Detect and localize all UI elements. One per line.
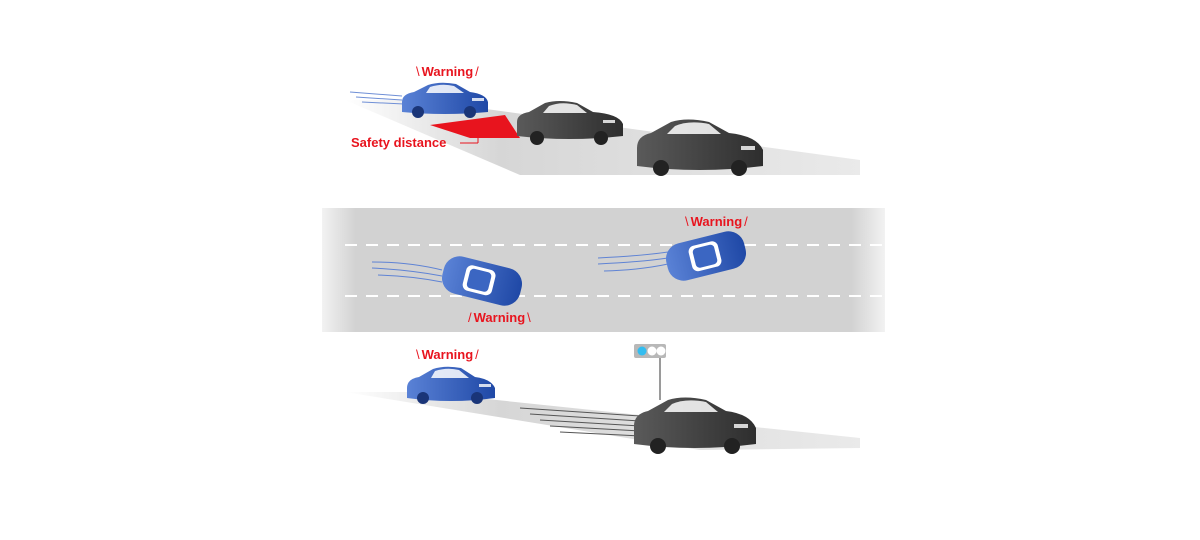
scene-lane-departure: [322, 208, 885, 332]
warning-label-lane-lower: /Warning\: [468, 310, 531, 325]
warning-label-lane-upper: \Warning/: [685, 214, 748, 229]
warning-text: Warning: [421, 64, 474, 79]
waiting-car: [407, 366, 495, 404]
scene-start-alert: [345, 344, 860, 454]
road-middle: [322, 208, 885, 332]
lead-car: [517, 101, 623, 145]
motion-lines: [371, 251, 669, 283]
motion-lines: [349, 91, 405, 105]
safety-distance-zone: [430, 115, 520, 138]
warning-label-bottom: \Warning/: [416, 347, 479, 362]
traffic-light: [634, 344, 666, 400]
signal-lamp-go: [637, 346, 647, 356]
safety-distance-text: Safety distance: [351, 135, 447, 150]
warning-car: [402, 82, 488, 118]
drifting-car-lower: [441, 256, 523, 306]
scene-front-collision: [345, 82, 860, 176]
warning-label-top: \Warning/: [416, 64, 479, 79]
motion-lines: [519, 407, 641, 437]
warning-text: Warning: [690, 214, 743, 229]
drifting-car-upper: [665, 231, 747, 281]
departing-car: [634, 397, 756, 454]
front-car: [637, 119, 763, 176]
warning-text: Warning: [421, 347, 474, 362]
warning-text: Warning: [473, 310, 526, 325]
safety-distance-label: Safety distance: [351, 135, 446, 151]
